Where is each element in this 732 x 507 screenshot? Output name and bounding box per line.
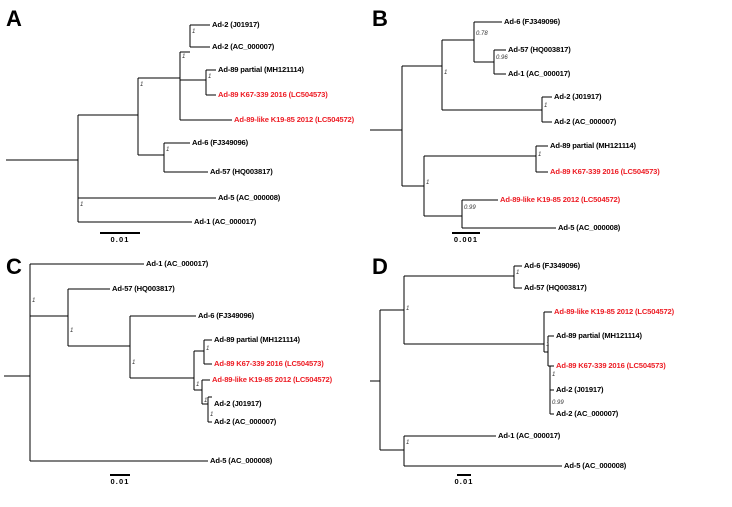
support-value: 1 xyxy=(206,346,210,352)
support-value: 1 xyxy=(406,306,410,312)
tip-label: Ad-89 partial (MH121114) xyxy=(556,331,642,341)
tip-label: Ad-6 (FJ349096) xyxy=(524,261,580,271)
panel-d-letter: D xyxy=(372,254,388,279)
support-value: 1 xyxy=(546,342,550,348)
support-value: 1 xyxy=(444,70,448,76)
scale-bar-label: 0.001 xyxy=(453,235,479,245)
scale-bar-c: 0.01 xyxy=(62,474,178,486)
tip-label: Ad-57 (HQ003817) xyxy=(112,284,175,294)
support-value: 1 xyxy=(406,440,410,446)
tip-label-highlighted: Ad-89-like K19-85 2012 (LC504572) xyxy=(500,195,620,205)
support-value: 1 xyxy=(196,382,200,388)
tip-label: Ad-2 (AC_000007) xyxy=(554,117,617,127)
tip-label: Ad-2 (J01917) xyxy=(554,92,602,102)
tip-label: Ad-2 (AC_000007) xyxy=(212,42,275,52)
tip-label: Ad-57 (HQ003817) xyxy=(508,45,571,55)
tip-label: Ad-5 (AC_000008) xyxy=(210,456,273,466)
tip-label-highlighted: Ad-89-like K19-85 2012 (LC504572) xyxy=(234,115,354,125)
tip-label: Ad-6 (FJ349096) xyxy=(192,138,248,148)
tip-label-highlighted: Ad-89 K67-339 2016 (LC504573) xyxy=(556,361,666,371)
panel-b-letter: B xyxy=(372,6,388,31)
tip-label-highlighted: Ad-89 K67-339 2016 (LC504573) xyxy=(214,359,324,369)
tip-label: Ad-57 (HQ003817) xyxy=(210,167,273,177)
tip-label: Ad-2 (J01917) xyxy=(212,20,260,30)
support-value: 1 xyxy=(70,328,74,334)
support-value: 1 xyxy=(204,398,208,404)
tip-label: Ad-2 (J01917) xyxy=(214,399,262,409)
scale-bar-label: 0.01 xyxy=(110,477,130,487)
support-value: 1 xyxy=(80,202,84,208)
support-value: 1 xyxy=(210,412,214,418)
scale-bar-line xyxy=(100,232,140,235)
tip-label: Ad-2 (J01917) xyxy=(556,385,604,395)
tip-label: Ad-89 partial (MH121114) xyxy=(218,65,304,75)
tip-label: Ad-1 (AC_000017) xyxy=(146,259,209,269)
tip-label: Ad-1 (AC_000017) xyxy=(508,69,571,79)
panel-c-tree xyxy=(4,263,212,462)
tip-label-highlighted: Ad-89-like K19-85 2012 (LC504572) xyxy=(212,375,332,385)
scale-bar-line xyxy=(457,474,471,477)
tip-label: Ad-6 (FJ349096) xyxy=(198,311,254,321)
support-value: 1 xyxy=(182,54,186,60)
tip-label: Ad-6 (FJ349096) xyxy=(504,17,560,27)
tip-label: Ad-89 partial (MH121114) xyxy=(550,141,636,151)
support-value: 1 xyxy=(552,372,556,378)
support-value: 1 xyxy=(166,147,170,153)
support-value: 1 xyxy=(140,82,144,88)
tip-label: Ad-1 (AC_000017) xyxy=(498,431,561,441)
panel-b: B xyxy=(366,0,732,253)
support-value: 0.96 xyxy=(496,55,508,61)
panel-d: D xyxy=(366,254,732,507)
scale-bar-line xyxy=(452,232,480,235)
tip-label-highlighted: Ad-89 K67-339 2016 (LC504573) xyxy=(218,90,328,100)
support-value: 1 xyxy=(208,74,212,80)
panel-a-letter: A xyxy=(6,6,22,31)
tip-label: Ad-5 (AC_000008) xyxy=(218,193,281,203)
panel-c: C xyxy=(0,254,366,507)
support-value: 1 xyxy=(192,29,196,35)
tip-label: Ad-5 (AC_000008) xyxy=(558,223,621,233)
support-value: 0.99 xyxy=(464,205,476,211)
tip-label: Ad-2 (AC_000007) xyxy=(214,417,277,427)
panel-b-tree xyxy=(370,21,556,229)
panel-a: A xyxy=(0,0,366,253)
panel-d-tree xyxy=(370,265,562,467)
support-value: 0.78 xyxy=(476,31,488,37)
support-value: 1 xyxy=(32,298,36,304)
support-value: 1 xyxy=(132,360,136,366)
scale-bar-label: 0.01 xyxy=(454,477,474,487)
scale-bar-line xyxy=(110,474,130,477)
support-value: 0.99 xyxy=(552,400,564,406)
panel-a-tree xyxy=(6,24,232,223)
tip-label-highlighted: Ad-89 K67-339 2016 (LC504573) xyxy=(550,167,660,177)
tip-label: Ad-89 partial (MH121114) xyxy=(214,335,300,345)
scale-bar-label: 0.01 xyxy=(110,235,130,245)
support-value: 1 xyxy=(544,103,548,109)
scale-bar-b: 0.001 xyxy=(408,232,524,244)
tip-label: Ad-1 (AC_000017) xyxy=(194,217,257,227)
tip-label: Ad-5 (AC_000008) xyxy=(564,461,627,471)
support-value: 1 xyxy=(538,152,542,158)
tip-label: Ad-2 (AC_000007) xyxy=(556,409,619,419)
scale-bar-a: 0.01 xyxy=(62,232,178,244)
tip-label: Ad-57 (HQ003817) xyxy=(524,283,587,293)
tip-label-highlighted: Ad-89-like K19-85 2012 (LC504572) xyxy=(554,307,674,317)
support-value: 1 xyxy=(516,270,520,276)
support-value: 1 xyxy=(426,180,430,186)
panel-c-letter: C xyxy=(6,254,22,279)
scale-bar-d: 0.01 xyxy=(406,474,522,486)
